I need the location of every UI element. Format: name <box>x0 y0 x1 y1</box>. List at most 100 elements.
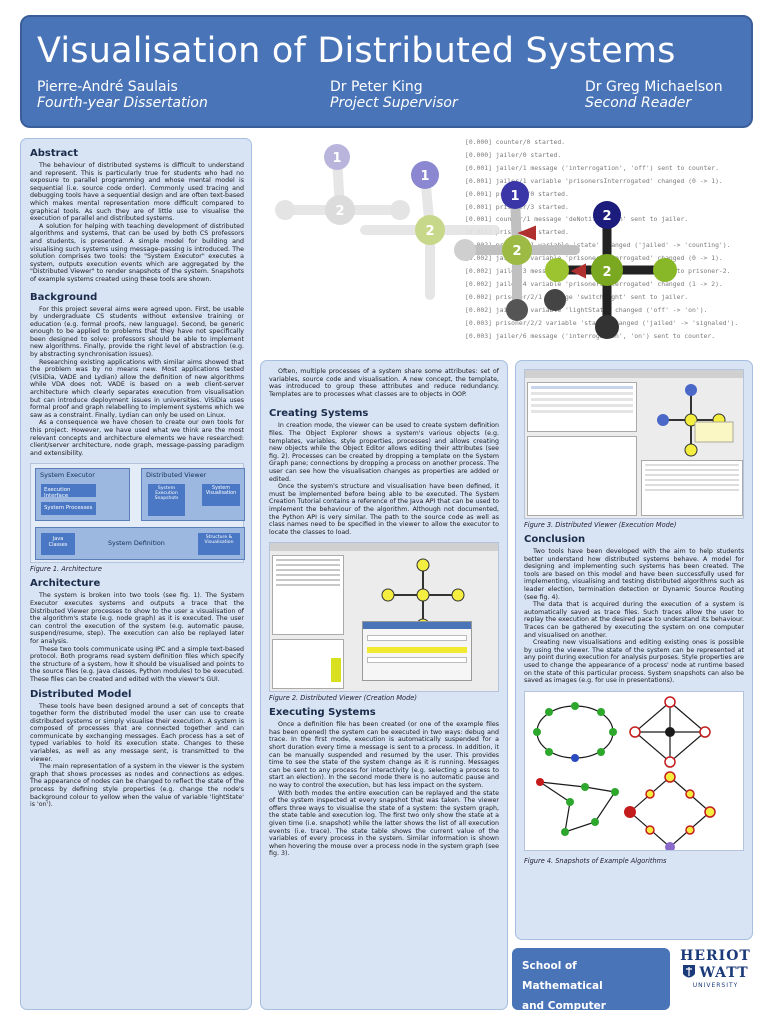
distributed-model-heading: Distributed Model <box>30 688 132 700</box>
conclusion-heading: Conclusion <box>524 534 586 545</box>
structure-visualisation-box: Structure & Visualisation <box>198 533 240 556</box>
execution-interface-box: Execution Interface <box>41 484 96 499</box>
distributed-viewer-label: Distributed Viewer <box>146 471 207 480</box>
graph-node <box>411 161 439 189</box>
graph-node <box>275 200 295 220</box>
system-graph-illustration: 1 2 1 2 1 2 2 2 <box>275 144 677 339</box>
graph-node <box>415 215 445 245</box>
process-list-pane <box>527 382 637 432</box>
poster-title: Visualisation of Distributed Systems <box>37 31 676 71</box>
supervisor-role: Project Supervisor <box>330 95 458 111</box>
conclusion-paragraph: The data that is acquired during the exe… <box>524 601 744 639</box>
figure-2-caption: Figure 2. Distributed Viewer (Creation M… <box>269 694 417 703</box>
architecture-paragraph: These two tools communicate using IPC an… <box>30 645 244 683</box>
left-column: Abstract The behaviour of distributed sy… <box>20 138 252 1010</box>
abstract-heading: Abstract <box>30 148 79 159</box>
log-line: [0.000] jailer/0 started. <box>465 150 562 159</box>
java-classes-box: Java Classes <box>41 533 75 556</box>
abstract-paragraph: The behaviour of distributed systems is … <box>30 162 244 223</box>
creation-mode-screenshot <box>269 542 499 693</box>
supervisor-block: Dr Peter King Project Supervisor <box>330 79 458 111</box>
graph-node-label: 1 <box>420 169 429 184</box>
graph-node <box>544 289 566 311</box>
reader-block: Dr Greg Michaelson Second Reader <box>585 79 723 111</box>
reader-role: Second Reader <box>585 95 692 111</box>
object-explorer-pane <box>272 555 344 636</box>
graph-node <box>454 239 476 261</box>
system-definition-label: System Definition <box>108 539 165 548</box>
graph-node <box>506 299 528 321</box>
graph-node-label: 2 <box>512 244 521 259</box>
author-role: Fourth-year Dissertation <box>37 95 208 111</box>
graph-node <box>653 258 677 282</box>
log-line: [0.002] prisoner/2/1 message 'switchLigh… <box>465 292 689 301</box>
graph-node-label: 1 <box>332 151 341 166</box>
log-line: [0.001] jailer/1 variable 'prisonersInte… <box>465 176 723 185</box>
graph-node-label: 2 <box>425 224 434 239</box>
log-line: [0.000] counter/0 started. <box>465 138 566 146</box>
abstract-paragraph: A solution for helping with teaching dev… <box>30 222 244 283</box>
figure-1-caption: Figure 1. Architecture <box>30 565 102 574</box>
background-paragraph: For this project several aims were agree… <box>30 305 244 359</box>
crest-icon <box>683 965 696 978</box>
graph-node <box>501 181 529 209</box>
reader-name: Dr Greg Michaelson <box>585 79 723 95</box>
graph-node <box>545 258 569 282</box>
log-line: [0.001] counter/1 message 'deNotificatio… <box>465 215 689 224</box>
creating-paragraph: Once the system's structure and visualis… <box>269 483 499 536</box>
architecture-heading: Architecture <box>30 578 101 590</box>
logo-line: HERIOT <box>680 948 751 964</box>
figure-4-caption: Figure 4. Snapshots of Example Algorithm… <box>524 856 667 865</box>
graph-node <box>324 144 350 170</box>
log-line: [0.002] jailer/2 variable 'prisonersInte… <box>465 254 723 263</box>
background-paragraph: As a consequence we have chosen to creat… <box>30 419 244 457</box>
graph-node <box>591 254 623 286</box>
supervisor-name: Dr Peter King <box>330 79 423 95</box>
execution-graph <box>657 384 734 457</box>
example-algorithms-figure <box>524 690 744 852</box>
graph-node-label: 2 <box>602 209 611 224</box>
school-name-line: and Computer Sciences <box>522 1000 606 1024</box>
background-paragraph: Researching existing applications with s… <box>30 358 244 419</box>
log-line: [0.002] jailer/4 variable 'prisonersInte… <box>465 279 723 288</box>
visualisation-box: System Visualisation <box>202 484 240 507</box>
snapshots-box: System Execution Snapshots <box>148 484 185 517</box>
author-name: Pierre-André Saulais <box>37 79 178 95</box>
object-editor-pane <box>272 639 344 690</box>
figure-3-caption: Figure 3. Distributed Viewer (Execution … <box>524 521 677 529</box>
conclusion-paragraph: Creating new visualisations and editing … <box>524 639 744 685</box>
graph-node-label: 2 <box>602 265 611 280</box>
architecture-figure: System Executor Execution Interface Syst… <box>30 463 245 564</box>
graph-node <box>325 195 355 225</box>
executing-heading: Executing Systems <box>269 707 376 719</box>
school-name-line: School of Mathematical <box>522 960 603 992</box>
conclusion-paragraph: Two tools have been developed with the a… <box>524 548 744 601</box>
school-box: School of Mathematical and Computer Scie… <box>512 948 670 1024</box>
distributed-viewer-box: Distributed Viewer System Execution Snap… <box>141 468 245 522</box>
template-paragraph: Often, multiple processes of a system sh… <box>269 368 499 398</box>
execution-mode-screenshot <box>524 369 744 519</box>
log-line: [0.003] jailer/6 message ('interrogation… <box>465 331 716 340</box>
background-heading: Background <box>30 291 98 303</box>
logo-line: UNIVERSITY <box>692 982 739 989</box>
distributed-model-paragraph: The main representation of a system in t… <box>30 763 244 809</box>
graph-node <box>595 315 619 339</box>
graph-node-label: 2 <box>335 204 344 219</box>
creating-heading: Creating Systems <box>269 408 369 420</box>
graph-node <box>502 235 532 265</box>
system-definition-box: Java Classes System Definition Structure… <box>35 527 245 561</box>
graph-node-label: 1 <box>510 189 519 204</box>
system-processes-box: System Processes <box>41 502 96 516</box>
poster-header: Visualisation of Distributed Systems Pie… <box>20 15 753 128</box>
architecture-paragraph: The system is broken into two tools (see… <box>30 592 244 645</box>
graph-node <box>390 200 410 220</box>
graph-node <box>593 201 621 229</box>
distributed-model-paragraph: These tools have been designed around a … <box>30 702 244 763</box>
state-table-pane <box>527 436 637 516</box>
executing-paragraph: Once a definition file has been created … <box>269 721 499 790</box>
style-property-dialog[interactable] <box>362 621 472 682</box>
executing-paragraph: With both modes the entire execution can… <box>269 789 499 858</box>
execution-log-pane <box>641 460 743 516</box>
logo-line: WATT <box>699 965 749 981</box>
log-line: [0.002] jailer/5 variable 'lightState' c… <box>465 305 708 314</box>
